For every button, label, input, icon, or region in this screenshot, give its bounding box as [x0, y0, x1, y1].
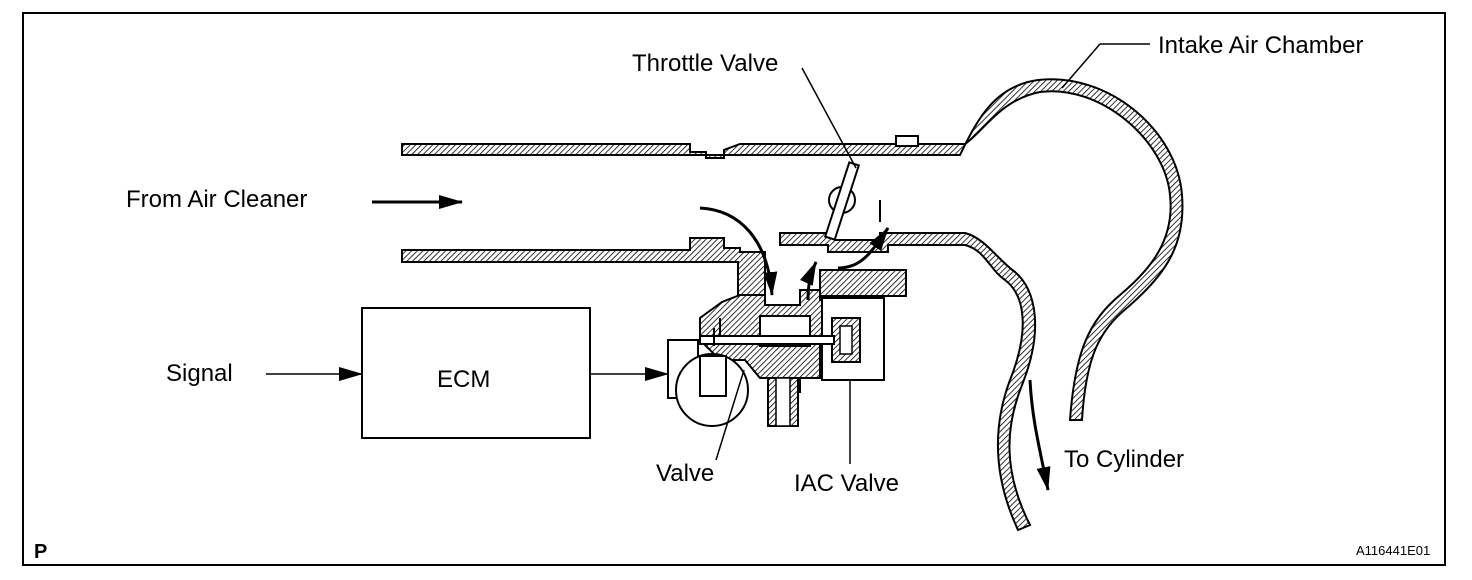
throttle-valve-label: Throttle Valve [632, 50, 779, 77]
valve-leader [715, 369, 745, 461]
bypass-outlet-arrow-1 [800, 261, 818, 301]
upper-pipe-wall [401, 78, 1184, 421]
intake-chamber-leader-2 [1061, 43, 1101, 89]
ecm-label: ECM [437, 366, 491, 393]
valve-detail-element [699, 355, 727, 397]
from-air-cleaner-label: From Air Cleaner [126, 186, 308, 213]
throttle-valve-leader [801, 67, 857, 169]
lower-pipe-right [779, 232, 1037, 532]
lower-pipe-wall [401, 237, 766, 296]
sensor-tab [895, 135, 919, 147]
ecm-box [361, 307, 591, 439]
valve-shaft [699, 335, 835, 345]
to-cylinder-arrow [1028, 379, 1051, 491]
corner-mark: P [34, 541, 48, 563]
valve-outlet-bore [775, 377, 791, 427]
intake-air-chamber-label: Intake Air Chamber [1158, 32, 1364, 59]
valve-stem-bracket [713, 318, 721, 346]
signal-label: Signal [166, 360, 233, 387]
to-cylinder-label: To Cylinder [1064, 446, 1185, 473]
diagram-frame [22, 12, 1446, 566]
bypass-outlet-arrow-2 [837, 227, 890, 270]
valve-coil-core [839, 325, 853, 355]
bypass-inlet-arrow [699, 206, 778, 296]
figure-code: A116441E01 [1356, 543, 1431, 558]
iac-valve-label: IAC Valve [794, 470, 899, 497]
valve-label: Valve [656, 460, 715, 487]
bypass-block [819, 269, 907, 297]
